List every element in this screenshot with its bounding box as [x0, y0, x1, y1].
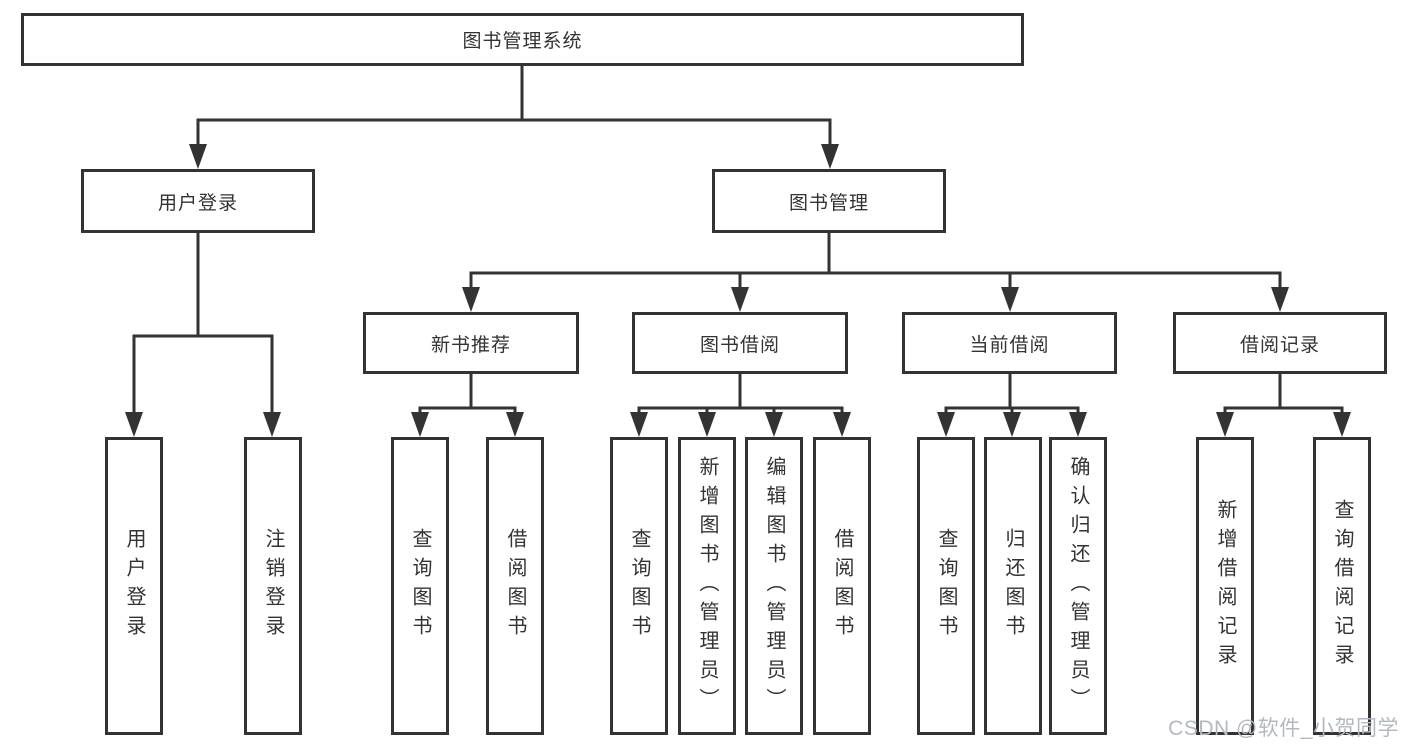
node-label: 借阅记录 — [1239, 334, 1320, 356]
arrowhead — [1001, 287, 1019, 312]
node-label: 确认归还（管理员） — [1067, 455, 1089, 717]
node-label: 查询图书 — [409, 528, 431, 644]
arrowhead — [630, 412, 648, 437]
connector-root-to-level2 — [196, 66, 832, 149]
node-label: 借阅图书 — [504, 528, 526, 644]
arrowhead — [1333, 412, 1351, 437]
node-label: 用户登录 — [123, 528, 145, 644]
node-label: 查询借阅记录 — [1331, 499, 1353, 673]
leaf-confirm-return-admin: 确认归还（管理员） — [1049, 437, 1107, 735]
node-label: 编辑图书（管理员） — [763, 455, 785, 717]
leaf-query-books-under-current: 查询图书 — [917, 437, 975, 735]
connector-newbooks-to-leaves — [418, 374, 517, 417]
node-user-login: 用户登录 — [81, 169, 315, 233]
node-label: 图书管理系统 — [462, 31, 583, 52]
connector-bookmgmt-to-level3 — [469, 233, 1282, 292]
node-label: 用户登录 — [157, 192, 238, 214]
arrowhead — [1216, 412, 1234, 437]
node-label: 查询图书 — [628, 528, 650, 644]
node-library-management-system: 图书管理系统 — [21, 13, 1024, 66]
arrowhead — [937, 412, 955, 437]
node-current-borrowing: 当前借阅 — [902, 312, 1117, 374]
connector-current-to-leaves — [944, 374, 1080, 417]
node-book-management: 图书管理 — [712, 169, 946, 233]
leaf-user-login: 用户登录 — [105, 437, 163, 735]
node-label: 新增图书（管理员） — [696, 455, 718, 717]
csdn-watermark: CSDN @软件_小贺同学 — [1168, 717, 1399, 740]
leaf-logout: 注销登录 — [244, 437, 302, 735]
node-new-book-recommend: 新书推荐 — [363, 312, 579, 374]
leaf-query-borrow-record: 查询借阅记录 — [1313, 437, 1371, 735]
leaf-edit-books-admin: 编辑图书（管理员） — [745, 437, 803, 735]
arrowhead — [833, 412, 851, 437]
node-label: 新增借阅记录 — [1214, 499, 1236, 673]
node-borrowing-records: 借阅记录 — [1173, 312, 1387, 374]
node-book-borrowing: 图书借阅 — [632, 312, 848, 374]
node-label: 归还图书 — [1002, 528, 1024, 644]
arrowhead — [411, 412, 429, 437]
node-label: 查询图书 — [935, 528, 957, 644]
arrowhead — [462, 287, 480, 312]
arrowhead — [698, 412, 716, 437]
arrowhead — [731, 287, 749, 312]
node-label: 当前借阅 — [969, 334, 1050, 356]
arrowhead — [125, 412, 143, 437]
arrowhead — [821, 144, 839, 169]
connector-records-to-leaves — [1223, 374, 1344, 417]
connector-borrowing-to-leaves — [637, 374, 844, 417]
arrowhead — [1003, 412, 1021, 437]
arrowhead — [263, 412, 281, 437]
leaf-query-books-under-borrowing: 查询图书 — [610, 437, 668, 735]
node-label: 新书推荐 — [430, 334, 511, 356]
arrowhead — [1069, 412, 1087, 437]
leaf-add-books-admin: 新增图书（管理员） — [678, 437, 736, 735]
leaf-return-books: 归还图书 — [984, 437, 1042, 735]
arrowhead — [506, 412, 524, 437]
node-label: 图书借阅 — [699, 334, 780, 356]
arrowhead — [189, 144, 207, 169]
node-label: 图书管理 — [788, 192, 869, 214]
arrowhead — [1271, 287, 1289, 312]
node-label: 注销登录 — [262, 528, 284, 644]
leaf-query-books-under-new-books: 查询图书 — [391, 437, 449, 735]
leaf-borrow-books-under-new-books: 借阅图书 — [486, 437, 544, 735]
arrowhead — [765, 412, 783, 437]
leaf-borrow-books-under-borrowing: 借阅图书 — [813, 437, 871, 735]
leaf-add-borrow-record: 新增借阅记录 — [1196, 437, 1254, 735]
node-label: 借阅图书 — [831, 528, 853, 644]
connector-userlogin-to-leaves — [132, 233, 274, 416]
